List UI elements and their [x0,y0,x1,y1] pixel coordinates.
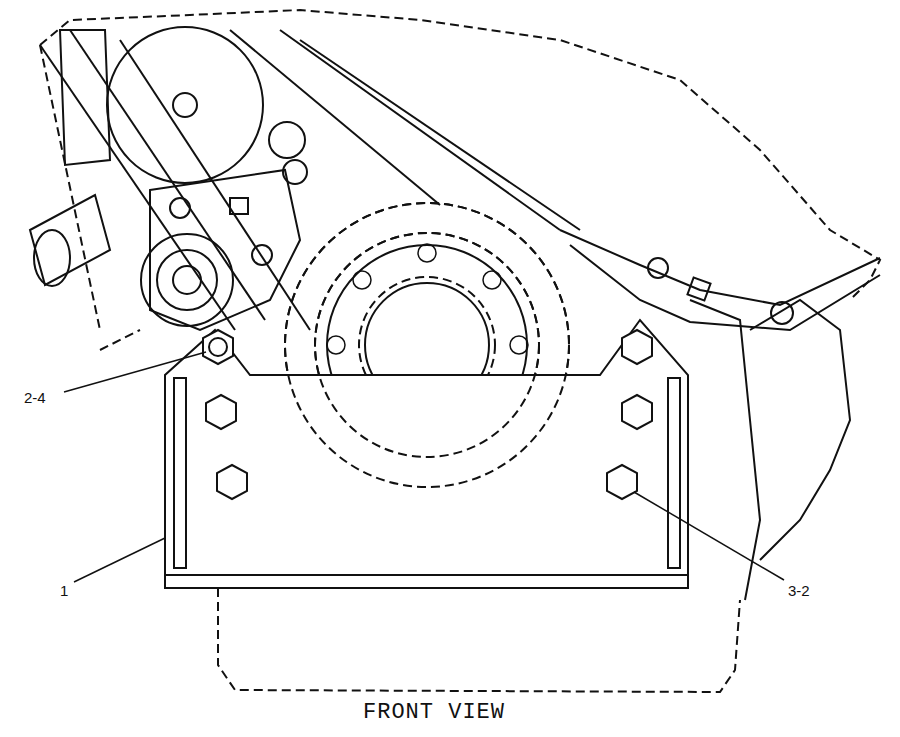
view-caption: FRONT VIEW [363,702,505,724]
callout-number: 3-2 [788,583,810,598]
callout-number: 2-4 [24,390,46,405]
callout-number: 1 [60,583,68,598]
